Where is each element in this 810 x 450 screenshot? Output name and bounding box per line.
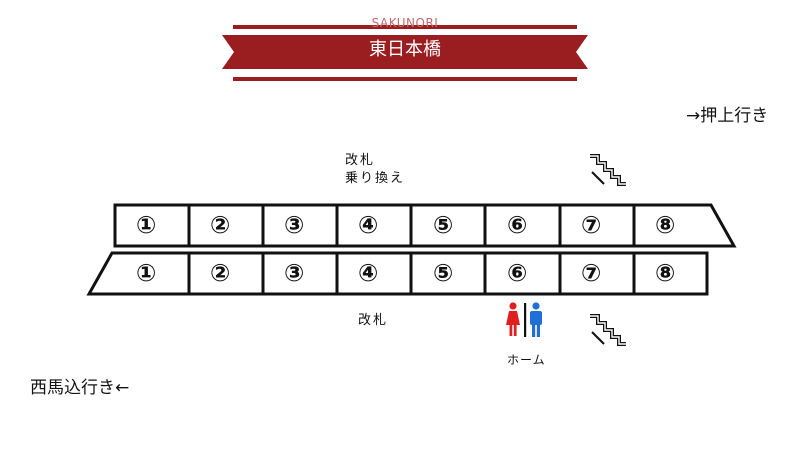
- lower-car-5: ⑤: [433, 259, 454, 287]
- station-banner: [222, 35, 588, 69]
- lower-car-3: ③: [284, 259, 305, 287]
- stairs-icon: [590, 154, 626, 186]
- upper-car-2: ②: [210, 211, 231, 239]
- upper-car-4: ④: [358, 211, 379, 239]
- restroom-caption: ホーム: [507, 353, 546, 367]
- direction-right: →押上行き: [686, 106, 769, 126]
- brand-label: SAKUNORI: [371, 16, 439, 30]
- upper-car-7: ⑦: [581, 211, 602, 239]
- station-name: 東日本橋: [369, 39, 441, 60]
- upper-car-8: ⑧: [655, 211, 676, 239]
- upper-car-6: ⑥: [507, 211, 528, 239]
- lower-train: [86, 251, 709, 296]
- banner-bottom-line: [233, 77, 577, 81]
- lower-car-8: ⑧: [655, 259, 676, 287]
- banner-top-line: [233, 25, 577, 29]
- upper-car-1: ①: [136, 211, 157, 239]
- restroom-icon: [506, 302, 542, 337]
- upper-transfer-label: 乗り換え: [345, 171, 406, 186]
- upper-gate-label: 改札: [345, 153, 376, 168]
- upper-car-3: ③: [284, 211, 305, 239]
- stairs-icon: [590, 314, 626, 346]
- upper-car-5: ⑤: [433, 211, 454, 239]
- lower-car-6: ⑥: [507, 259, 528, 287]
- lower-car-4: ④: [358, 259, 379, 287]
- lower-car-7: ⑦: [581, 259, 602, 287]
- lower-car-1: ①: [136, 259, 157, 287]
- lower-gate-label: 改札: [358, 313, 389, 328]
- lower-car-2: ②: [210, 259, 231, 287]
- upper-train: [113, 203, 737, 248]
- direction-left: 西馬込行き←: [30, 378, 130, 398]
